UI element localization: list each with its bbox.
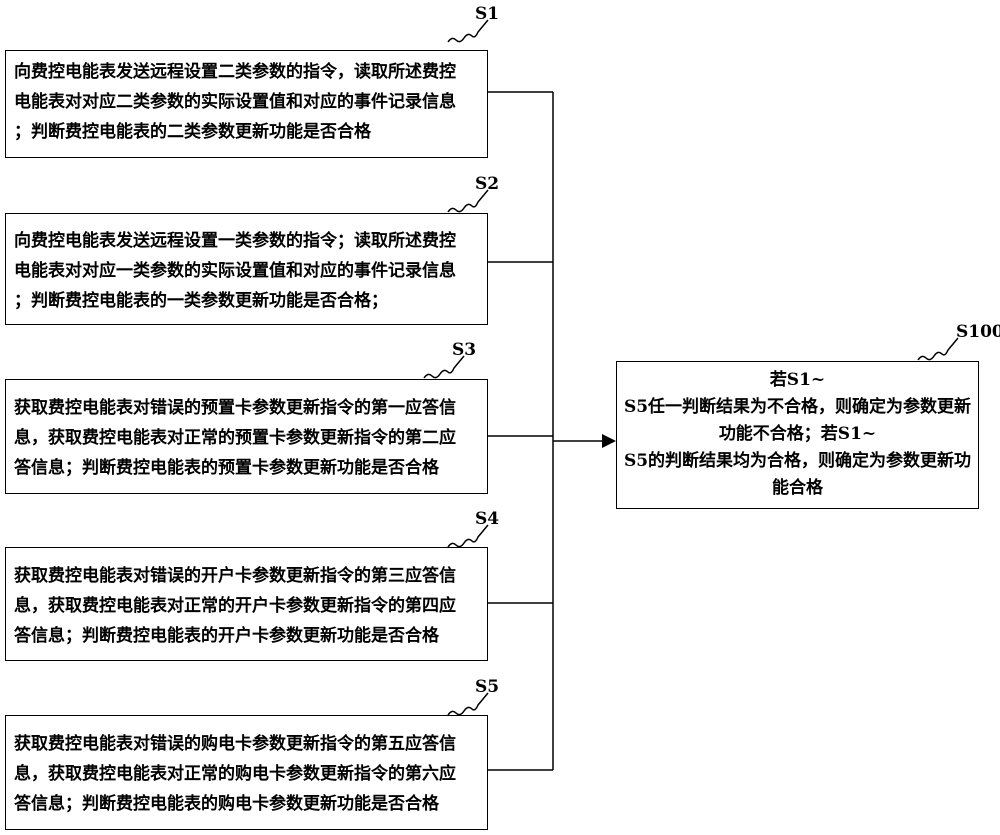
step-label-s4: S4	[475, 509, 500, 529]
step-label-s100: S100	[956, 322, 1000, 342]
step-text-line: 电能表对对应一类参数的实际设置值和对应的事件记录信息	[14, 261, 456, 281]
s2-leader	[447, 189, 489, 213]
step-label-s5: S5	[475, 677, 500, 697]
result-box-s100: 若S1~ S5任一判断结果为不合格，则确定为参数更新 功能不合格；若S1~ S5…	[616, 361, 979, 509]
s3-leader	[423, 355, 465, 379]
step-text-line: 答信息；判断费控电能表的预置卡参数更新功能是否合格	[14, 458, 439, 478]
step-label-s1: S1	[475, 4, 500, 24]
step-label-s2: S2	[475, 174, 500, 194]
step-text-line: 答信息；判断费控电能表的开户卡参数更新功能是否合格	[14, 626, 439, 646]
step-text-line: 获取费控电能表对错误的预置卡参数更新指令的第一应答信	[14, 398, 456, 418]
s1-leader	[447, 19, 489, 43]
result-text-line: S5的判断结果均为合格，则确定为参数更新功	[623, 451, 972, 471]
result-text-line: 功能不合格；若S1~	[718, 424, 877, 444]
step-box-s2: 向费控电能表发送远程设置一类参数的指令；读取所述费控 电能表对对应一类参数的实际…	[5, 213, 488, 325]
arrowhead-icon	[602, 434, 616, 448]
step-text-line: 息，获取费控电能表对正常的预置卡参数更新指令的第二应	[14, 428, 456, 448]
s100-leader	[917, 337, 959, 361]
step-text-line: 获取费控电能表对错误的购电卡参数更新指令的第五应答信	[14, 734, 456, 754]
s4-leader	[447, 524, 489, 548]
s5-leader	[447, 692, 489, 716]
step-text-line: 电能表对对应二类参数的实际设置值和对应的事件记录信息	[14, 92, 456, 112]
step-box-s5: 获取费控电能表对错误的购电卡参数更新指令的第五应答信 息，获取费控电能表对正常的…	[5, 715, 488, 830]
step-text-line: 向费控电能表发送远程设置一类参数的指令；读取所述费控	[14, 231, 456, 251]
result-text-line: S5任一判断结果为不合格，则确定为参数更新	[623, 397, 972, 417]
step-text-line: 答信息；判断费控电能表的购电卡参数更新功能是否合格	[14, 794, 439, 814]
result-text-line: 能合格	[772, 478, 823, 498]
step-text-line: ；判断费控电能表的二类参数更新功能是否合格	[14, 122, 371, 142]
step-text-line: 息，获取费控电能表对正常的购电卡参数更新指令的第六应	[14, 764, 456, 784]
step-text-line: 向费控电能表发送远程设置二类参数的指令，读取所述费控	[14, 62, 456, 82]
step-text-line: ；判断费控电能表的一类参数更新功能是否合格；	[14, 291, 388, 311]
step-box-s4: 获取费控电能表对错误的开户卡参数更新指令的第三应答信 息，获取费控电能表对正常的…	[5, 547, 488, 661]
step-box-s3: 获取费控电能表对错误的预置卡参数更新指令的第一应答信 息，获取费控电能表对正常的…	[5, 379, 488, 494]
step-text-line: 获取费控电能表对错误的开户卡参数更新指令的第三应答信	[14, 566, 456, 586]
result-text-line: 若S1~	[769, 370, 826, 390]
step-text-line: 息，获取费控电能表对正常的开户卡参数更新指令的第四应	[14, 596, 456, 616]
step-label-s3: S3	[452, 340, 477, 360]
step-box-s1: 向费控电能表发送远程设置二类参数的指令，读取所述费控 电能表对对应二类参数的实际…	[5, 50, 488, 158]
